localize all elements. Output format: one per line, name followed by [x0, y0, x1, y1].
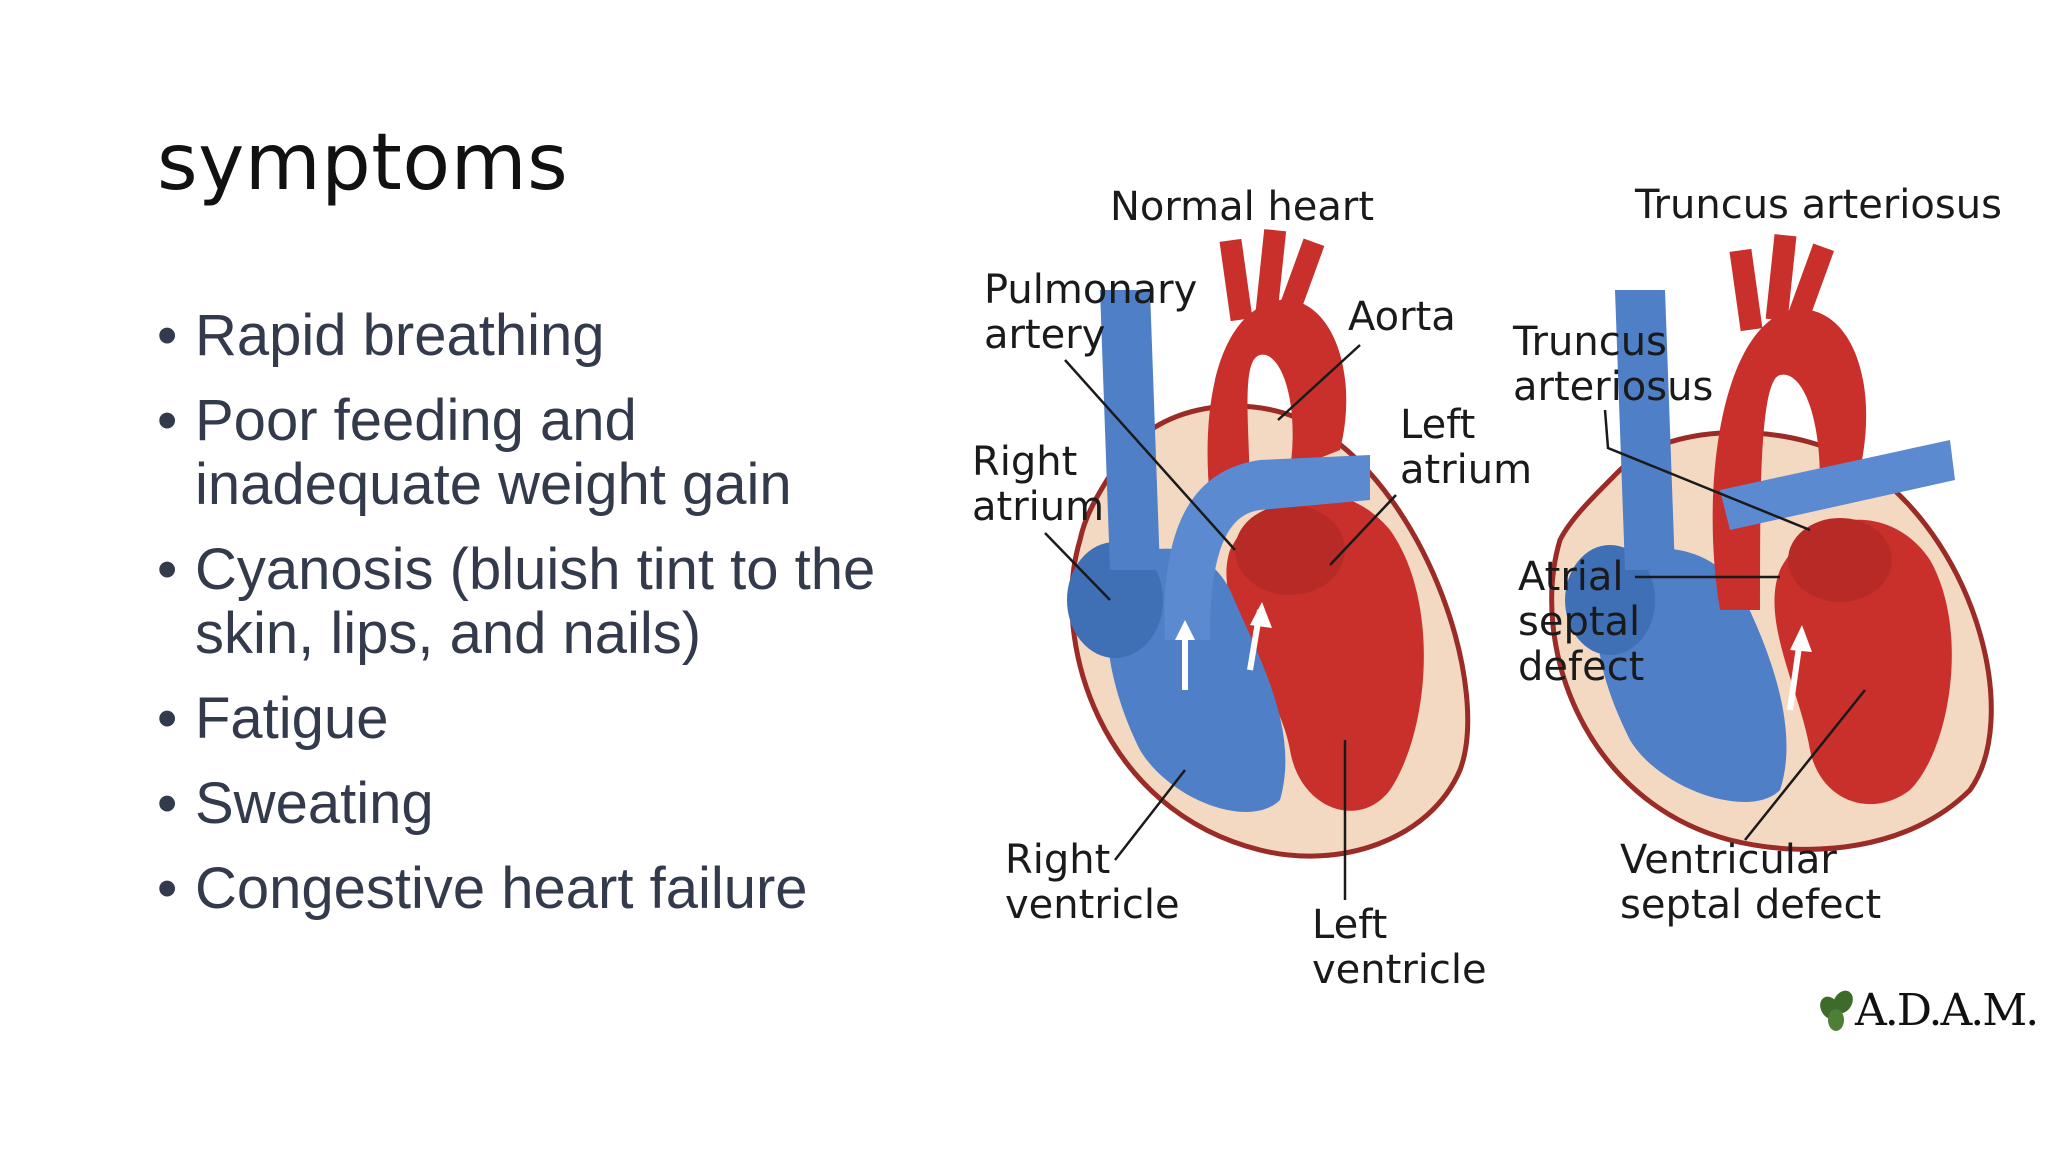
label-atrial-septal-1: Atrial: [1518, 554, 1624, 600]
truncus-heading: Truncus arteriosus: [1634, 182, 2002, 228]
credit-text: A.D.A.M.: [1854, 985, 2037, 1036]
label-right-ventricle-1: Right: [1005, 837, 1110, 883]
leader-right-atrium: [1044, 532, 1111, 601]
symptom-item: Poor feeding and inadequate weight gain: [157, 389, 937, 517]
label-truncus-1: Truncus: [1512, 319, 1667, 365]
label-atrial-septal-3: defect: [1518, 644, 1644, 690]
label-left-atrium-1: Left: [1400, 402, 1475, 448]
leader-left-atrium: [1329, 494, 1397, 566]
heart-diagram: Normal heart Truncus arteriosus Pulmonar…: [960, 170, 2048, 1050]
leader-truncus: [1603, 409, 1811, 532]
truncus-heart-illustration: [1549, 234, 1994, 852]
label-right-atrium-1: Right: [972, 439, 1077, 485]
label-atrial-septal-2: septal: [1518, 599, 1640, 645]
heart-diagram-svg: Normal heart Truncus arteriosus Pulmonar…: [972, 182, 2039, 1036]
leaf-icon: [1820, 990, 1853, 1031]
slide-title: symptoms: [157, 118, 569, 208]
label-right-ventricle-2: ventricle: [1005, 882, 1180, 928]
label-right-atrium-2: atrium: [972, 484, 1104, 530]
label-pulmonary-artery-1: Pulmonary: [984, 267, 1197, 313]
label-aorta: Aorta: [1348, 294, 1456, 340]
symptom-item: Rapid breathing: [157, 304, 937, 369]
leader-pulmonary-artery: [1064, 359, 1236, 551]
normal-heart-heading: Normal heart: [1110, 184, 1374, 230]
symptom-item: Fatigue: [157, 687, 937, 752]
symptom-item: Sweating: [157, 772, 937, 837]
symptom-item: Cyanosis (bluish tint to the skin, lips,…: [157, 538, 937, 666]
symptom-list: Rapid breathing Poor feeding and inadequ…: [157, 304, 937, 942]
adam-logo: A.D.A.M.: [1820, 985, 2039, 1036]
symptom-item: Congestive heart failure: [157, 857, 937, 922]
label-left-ventricle-2: ventricle: [1312, 947, 1487, 993]
label-left-atrium-2: atrium: [1400, 447, 1532, 493]
label-pulmonary-artery-2: artery: [984, 312, 1105, 358]
leader-aorta: [1277, 344, 1361, 421]
label-left-ventricle-1: Left: [1312, 902, 1387, 948]
label-truncus-2: arteriosus: [1513, 364, 1713, 410]
normal-heart-illustration: [1067, 229, 1471, 859]
label-ventricular-septal-1: Ventricular: [1620, 837, 1837, 883]
leader-right-ventricle: [1114, 769, 1186, 861]
label-ventricular-septal-2: septal defect: [1620, 882, 1881, 928]
leader-ventricular-septal: [1744, 689, 1866, 841]
